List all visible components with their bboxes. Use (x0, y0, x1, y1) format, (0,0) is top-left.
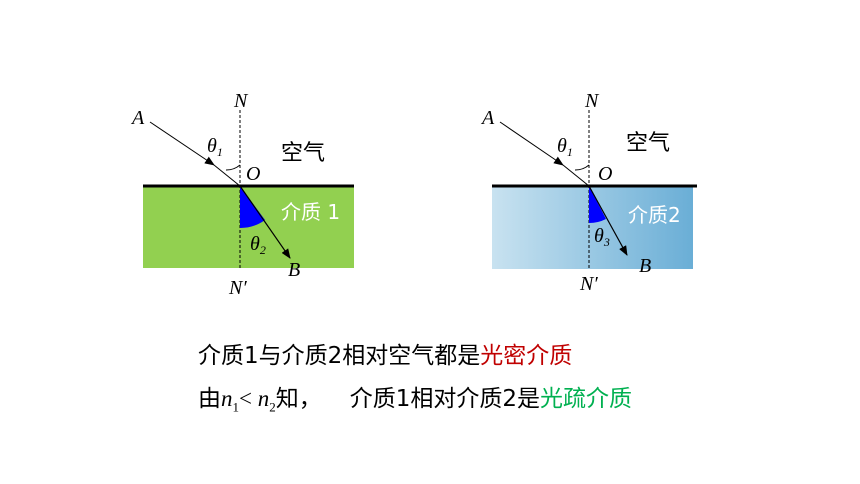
label-b: B (639, 255, 651, 277)
air-label: 空气 (626, 131, 670, 156)
left-refraction-diagram: A N N′ O B θ1 θ2 空气 介质 1 (130, 90, 354, 299)
caption-2-highlight: 光疏介质 (540, 386, 633, 412)
less-than-sign: < (239, 386, 258, 411)
n2-subscript: 2 (269, 399, 276, 415)
n2-symbol: n (257, 386, 270, 411)
refracted-ray (588, 185, 628, 256)
label-n: N (584, 90, 600, 112)
refraction-angle-wedge (589, 186, 606, 224)
caption-1-highlight: 光密介质 (480, 343, 573, 369)
caption-1-text: 介质1与介质2相对空气都是 (198, 343, 481, 369)
incidence-angle-arc (225, 164, 241, 171)
label-a: A (130, 107, 145, 129)
theta-1-label: θ1 (207, 135, 223, 159)
caption-2-know: 知， (275, 386, 322, 412)
incident-ray (213, 164, 241, 187)
label-b: B (288, 259, 300, 281)
refraction-angle-wedge (240, 186, 265, 229)
incidence-angle-arc (574, 164, 590, 171)
refracted-ray (239, 185, 291, 259)
theta-2-label: θ2 (250, 233, 266, 257)
theta-3-label: θ3 (594, 225, 610, 249)
label-a: A (480, 107, 495, 129)
medium-2-label: 介质2 (628, 203, 681, 227)
incident-ray-arrow (149, 121, 215, 166)
caption-2-prefix: 由 (198, 386, 221, 412)
air-label: 空气 (281, 141, 325, 166)
medium-1-label: 介质 1 (281, 200, 340, 224)
theta-1-label: θ1 (557, 135, 573, 159)
label-n: N (233, 90, 249, 112)
caption-2-text: 介质1相对介质2是 (349, 386, 541, 412)
label-o: O (246, 163, 260, 185)
right-refraction-diagram: A N N′ O B θ1 θ3 空气 介质2 (480, 90, 697, 295)
label-n-prime: N′ (228, 277, 247, 299)
incident-ray (562, 164, 590, 187)
caption-line-2: 由n1< n2知，介质1相对介质2是光疏介质 (198, 379, 632, 416)
n1-subscript: 1 (232, 399, 240, 415)
caption-line-1: 介质1与介质2相对空气都是光密介质 (198, 336, 572, 370)
n1-symbol: n (221, 386, 233, 411)
incident-ray-arrow (499, 121, 564, 166)
label-n-prime: N′ (579, 273, 598, 295)
label-o: O (598, 163, 612, 185)
